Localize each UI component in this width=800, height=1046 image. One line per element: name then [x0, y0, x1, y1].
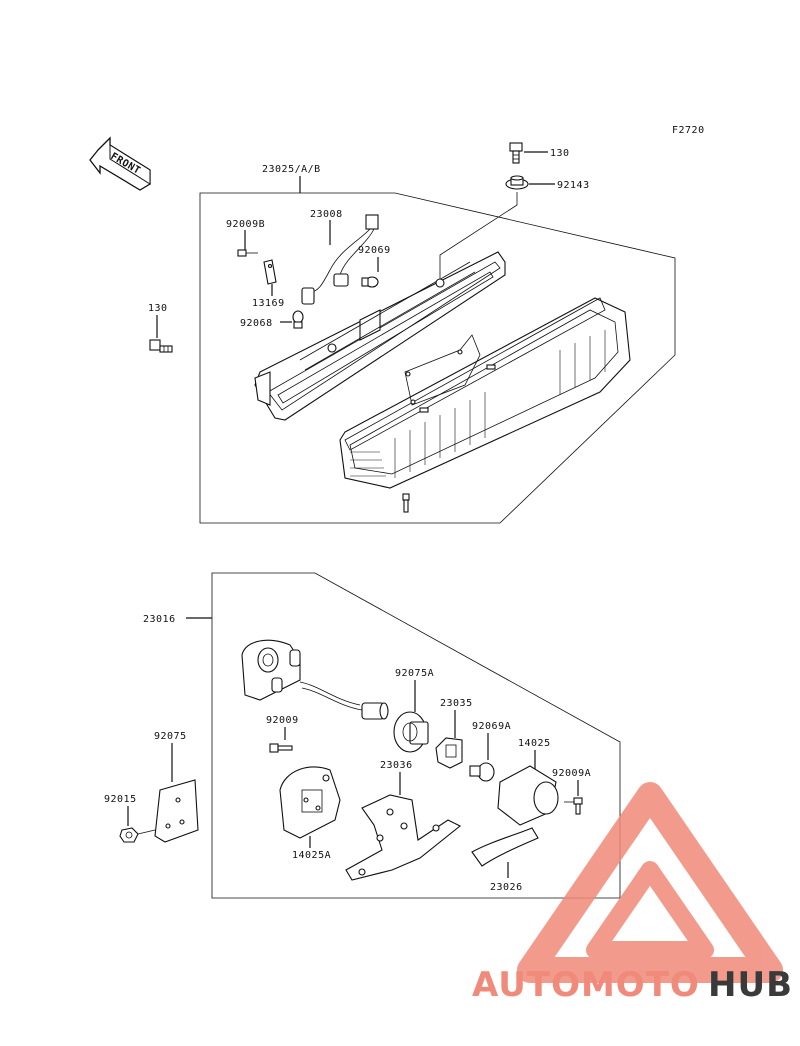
watermark-logo: [517, 782, 783, 983]
label-bracket-13169: 13169: [252, 298, 285, 309]
socket-23035: [435, 737, 463, 769]
bracket-13169: [263, 259, 277, 285]
license-light-section: 23016 92075A 23035: [143, 572, 621, 899]
screw-92009: [269, 743, 293, 753]
tail-light-frame: [199, 192, 676, 524]
label-socket-92075a: 92075A: [395, 668, 434, 679]
bulb-92068: [292, 310, 304, 329]
nut-92015: [119, 827, 156, 843]
cover-14025a: [279, 766, 341, 839]
screw-130-top: [509, 142, 523, 164]
tail-light-housing: [254, 251, 506, 421]
small-screw-lens: [402, 364, 496, 513]
bulb-92069a: [469, 762, 495, 782]
grommet-92143: [505, 175, 529, 190]
screw-130-left: [149, 339, 173, 353]
label-grommet: 92143: [557, 180, 590, 191]
label-wire-harness: 23008: [310, 209, 343, 220]
bulb-92069: [361, 276, 379, 288]
label-tail-light-assy: 23025/A/B: [262, 164, 321, 175]
label-plate-92075: 92075: [154, 731, 187, 742]
front-arrow-icon: FRONT: [89, 136, 151, 191]
label-bulb-92069: 92069: [358, 245, 391, 256]
lens-14025: [497, 765, 559, 826]
label-screw-92009b: 92009B: [226, 219, 265, 230]
tail-light-lens: [339, 297, 631, 489]
band-23026: [471, 827, 539, 867]
label-bulb-92068: 92068: [240, 318, 273, 329]
watermark-text-part2: HUB: [708, 965, 793, 1005]
screw-92009b: [237, 249, 258, 257]
label-bracket-23036: 23036: [380, 760, 413, 771]
label-screw-top: 130: [550, 148, 570, 159]
label-screw-92009a: 92009A: [552, 768, 591, 779]
wire-lead: [299, 681, 389, 720]
label-bulb-92069a: 92069A: [472, 721, 511, 732]
label-socket-23035: 23035: [440, 698, 473, 709]
label-cover-14025a: 14025A: [292, 850, 331, 861]
label-lens-14025: 14025: [518, 738, 551, 749]
watermark-text-part1: AUTOMOTO: [472, 965, 700, 1005]
tail-light-section: 23025/A/B 130 92143: [199, 142, 676, 524]
license-light-housing: [241, 639, 301, 701]
label-screw-left: 130: [148, 303, 168, 314]
label-band-23026: 23026: [490, 882, 523, 893]
figure-code: F2720: [672, 125, 705, 136]
screw-92009a: [564, 797, 583, 815]
bracket-23036: [345, 794, 462, 881]
label-screw-92009: 92009: [266, 715, 299, 726]
label-nut-92015: 92015: [104, 794, 137, 805]
plate-92075: [154, 779, 199, 843]
socket-92075a: [393, 711, 429, 753]
wire-harness-23008: [301, 214, 379, 305]
label-license-assy: 23016: [143, 614, 176, 625]
